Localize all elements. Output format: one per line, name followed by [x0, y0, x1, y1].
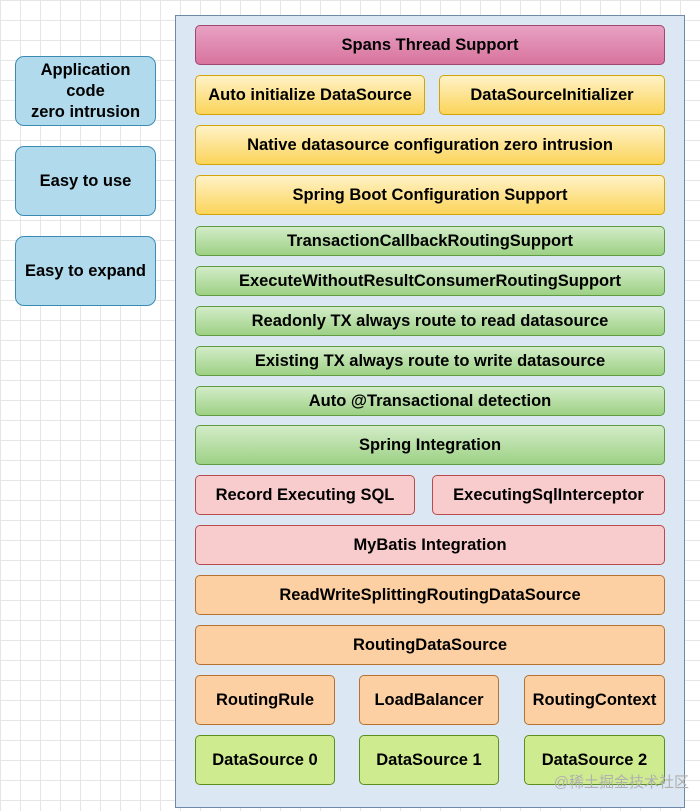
layer-transaction-callback-routing: TransactionCallbackRoutingSupport [195, 226, 665, 256]
layer-readonly-tx-routing: Readonly TX always route to read datasou… [195, 306, 665, 336]
layer-auto-transactional-detection: Auto @Transactional detection [195, 386, 665, 416]
layer-auto-initialize-datasource: Auto initialize DataSource [195, 75, 425, 115]
layer-native-datasource-config: Native datasource configuration zero int… [195, 125, 665, 165]
layer-spring-integration: Spring Integration [195, 425, 665, 465]
side-box-easy-to-expand: Easy to expand [15, 236, 156, 306]
side-box-zero-intrusion: Application code zero intrusion [15, 56, 156, 126]
layer-mybatis-integration: MyBatis Integration [195, 525, 665, 565]
layer-spring-boot-config: Spring Boot Configuration Support [195, 175, 665, 215]
watermark: @稀土掘金技术社区 [553, 774, 689, 791]
layer-load-balancer: LoadBalancer [359, 675, 499, 725]
layer-datasource-1: DataSource 1 [359, 735, 499, 785]
layer-read-write-splitting-routing-datasource: ReadWriteSplittingRoutingDataSource [195, 575, 665, 615]
layer-record-executing-sql: Record Executing SQL [195, 475, 415, 515]
layer-routing-context: RoutingContext [524, 675, 665, 725]
layer-execute-without-result-routing: ExecuteWithoutResultConsumerRoutingSuppo… [195, 266, 665, 296]
layer-datasource-0: DataSource 0 [195, 735, 335, 785]
layer-executing-sql-interceptor: ExecutingSqlInterceptor [432, 475, 665, 515]
layer-existing-tx-routing: Existing TX always route to write dataso… [195, 346, 665, 376]
layer-routing-rule: RoutingRule [195, 675, 335, 725]
layer-datasource-2: DataSource 2 [524, 735, 665, 785]
layer-datasource-initializer: DataSourceInitializer [439, 75, 665, 115]
side-box-easy-to-use: Easy to use [15, 146, 156, 216]
layer-routing-datasource: RoutingDataSource [195, 625, 665, 665]
layer-spans-thread-support: Spans Thread Support [195, 25, 665, 65]
